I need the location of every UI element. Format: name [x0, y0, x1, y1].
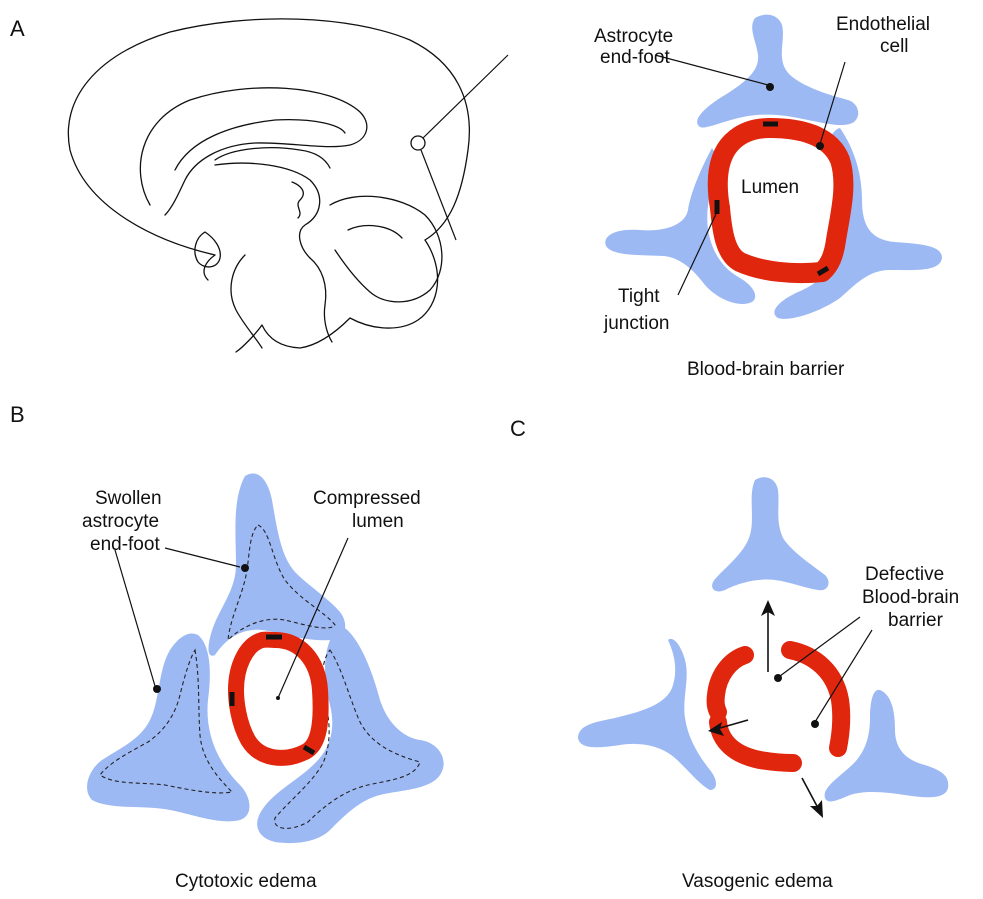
tight-junction-label-line1: Tight: [618, 286, 660, 307]
swollen-endfoot-label-line1: Swollen: [95, 488, 162, 509]
panel-a-letter: A: [10, 16, 25, 41]
compressed-lumen-label-line1: Compressed: [313, 488, 421, 509]
defective-bbb-label-line2: Blood-brain: [862, 587, 959, 608]
vessel-c: [716, 650, 842, 763]
endothelial-cell-label-line1: Endothelial: [836, 14, 930, 35]
panel-a: A: [10, 14, 942, 380]
defective-bbb-label-line1: Defective: [865, 564, 944, 585]
astrocyte-endfoot-label-line2: end-foot: [600, 47, 670, 68]
tight-junction-label-line2: junction: [603, 313, 670, 334]
panel-c: C Defective Blood-brain barri: [510, 416, 959, 892]
lumen-label: Lumen: [741, 177, 799, 198]
brain-sagittal-outline: [68, 19, 508, 352]
astrocyte-endfoot-label-line1: Astrocyte: [594, 26, 673, 47]
panel-b-letter: B: [10, 402, 25, 427]
swollen-endfoot-label-line2: astrocyte: [82, 511, 159, 532]
caption-vasogenic-edema: Vasogenic edema: [682, 871, 833, 892]
endothelial-cell-label-line2: cell: [880, 36, 909, 57]
caption-blood-brain-barrier: Blood-brain barrier: [687, 359, 845, 380]
compressed-lumen-label-line2: lumen: [352, 511, 404, 532]
defective-bbb-label-line3: barrier: [888, 610, 944, 631]
swollen-endfoot-label-line3: end-foot: [90, 534, 160, 555]
vessel-a: [717, 124, 843, 274]
panel-b: B Swollen astrocyte: [10, 402, 444, 892]
panel-c-letter: C: [510, 416, 526, 441]
caption-cytotoxic-edema: Cytotoxic edema: [175, 871, 317, 892]
